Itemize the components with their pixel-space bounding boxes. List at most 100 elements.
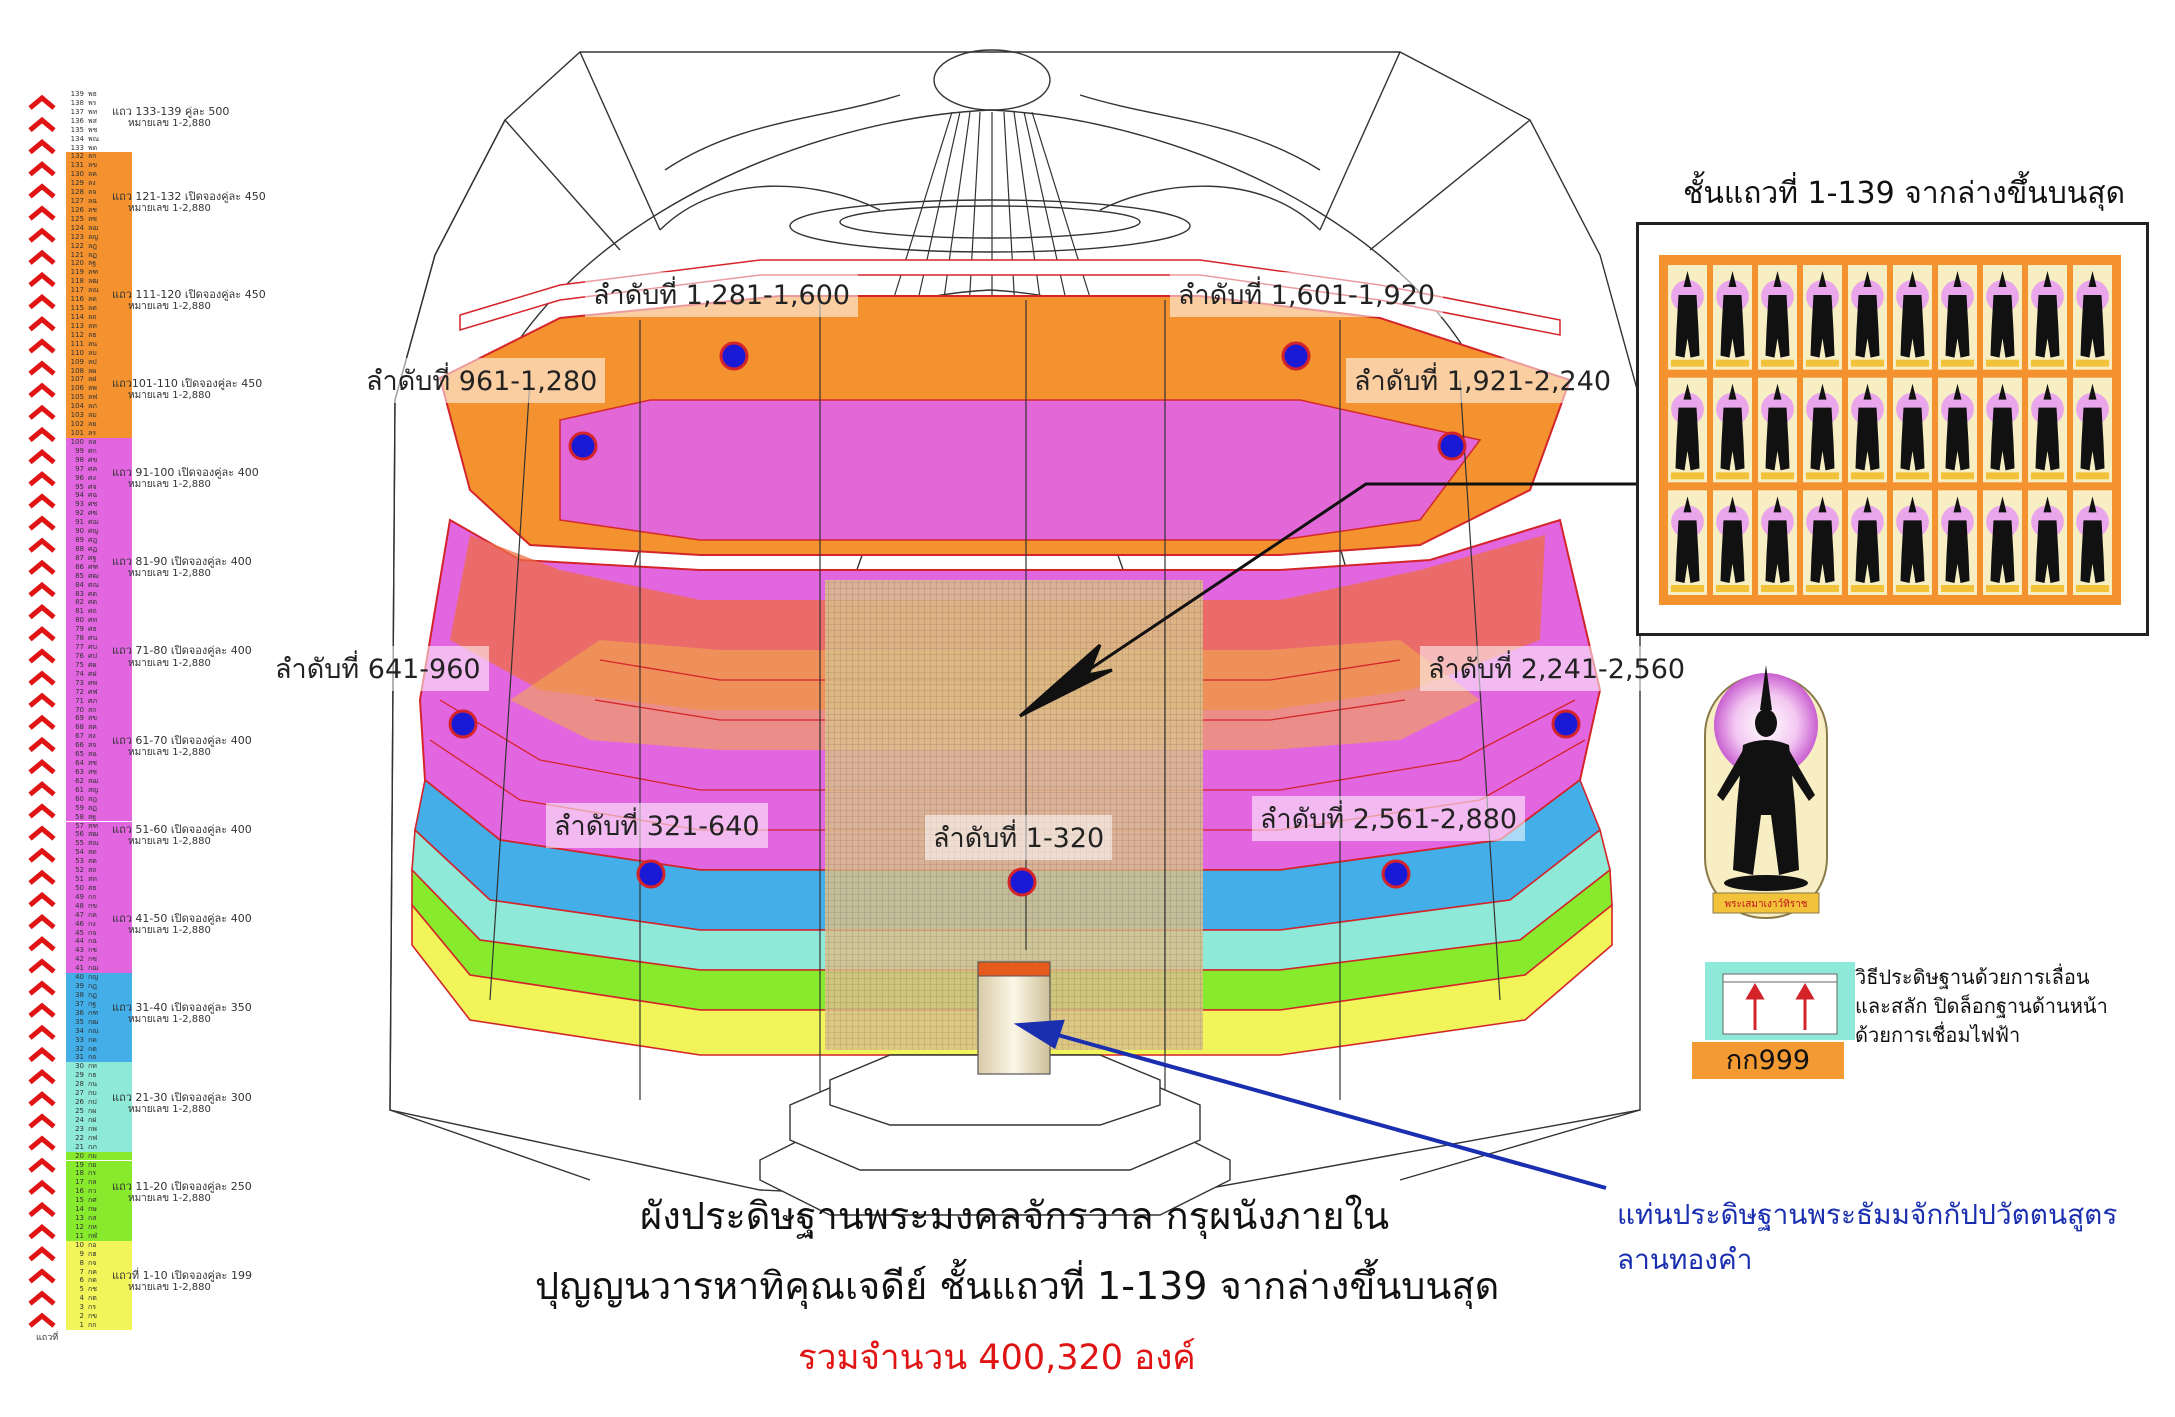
ruler-row-number: 80 <box>75 616 84 625</box>
up-chevron-icon <box>28 316 56 332</box>
ruler-row-code: ลฑ <box>88 268 99 277</box>
ruler-row-number: 79 <box>75 625 84 634</box>
ruler-row-code: ศฎ <box>88 536 98 545</box>
ruler-row-number: 102 <box>70 420 84 429</box>
ruler-row-code: สง <box>88 732 96 741</box>
ruler-row-number: 133 <box>70 143 84 152</box>
ruler-row-code: พณ <box>88 134 100 143</box>
niche-tile <box>1713 377 1752 483</box>
ruler-row-number: 35 <box>75 1017 84 1026</box>
niche-grid <box>1659 255 2121 605</box>
ruler-row-number: 40 <box>75 973 84 982</box>
ruler-row-code: ศฑ <box>88 562 99 571</box>
ruler-row-number: 58 <box>75 812 84 821</box>
ruler-row-number: 136 <box>70 116 84 125</box>
ruler-row-number: 85 <box>75 571 84 580</box>
up-chevron-icon <box>28 1268 56 1284</box>
niche-tile <box>1668 490 1707 595</box>
row-group-range: หมายเลข 1-2,880 <box>128 746 211 758</box>
up-chevron-icon <box>28 294 56 310</box>
row-group-range: หมายเลข 1-2,880 <box>128 925 211 937</box>
up-chevron-icon <box>28 227 56 243</box>
ruler-row-number: 135 <box>70 125 84 134</box>
row-group-range: หมายเลข 1-2,880 <box>128 300 211 312</box>
ruler-row-code: กข <box>88 1312 98 1321</box>
ruler-row-number: 66 <box>75 741 84 750</box>
ruler-row-number: 83 <box>75 589 84 598</box>
up-chevron-icon <box>28 714 56 730</box>
ruler-row-code: กซ <box>88 955 97 964</box>
ruler-row-code: พด <box>88 143 98 152</box>
ruler-row-code: สซ <box>88 767 98 776</box>
pedestal-callout: แท่นประดิษฐานพระธัมมจักกัปปวัตตนสูตร ลาน… <box>1617 1193 2117 1283</box>
row-group-price: แถว 11-20 เปิดจองคู่ละ 250 <box>112 1179 252 1193</box>
ruler-row-code: กฮ <box>88 1249 97 1258</box>
ruler-row-code: สท <box>88 875 97 884</box>
ruler-row-number: 50 <box>75 883 84 892</box>
niche-tile <box>1713 265 1752 370</box>
ruler-row-number: 110 <box>70 348 84 357</box>
niche-tile <box>1893 490 1932 595</box>
ruler-row-number: 33 <box>75 1035 84 1044</box>
ruler-row-number: 14 <box>75 1205 84 1214</box>
up-chevron-icon <box>28 94 56 110</box>
ruler-row-code: สณ <box>88 839 99 848</box>
lock-note-line-2: และสลัก ปิดล็อกฐานด้านหน้า <box>1855 994 2108 1018</box>
ruler-row-code: ลฟ <box>88 393 98 402</box>
ruler-row-code: กฐ <box>88 999 97 1008</box>
ruler-row-code: กษ <box>88 1205 97 1214</box>
ruler-row-number: 36 <box>75 1008 84 1017</box>
ruler-row-code: ลฝ <box>88 375 97 384</box>
ruler-row-code: ลธ <box>88 330 97 339</box>
ruler-row-code: กด <box>88 1035 97 1044</box>
ruler-row-number: 60 <box>75 794 84 803</box>
ruler-row-code: ศฏ <box>88 544 98 553</box>
ruler-row-code: กจ <box>88 1258 97 1267</box>
row-group-price: แถว 51-60 เปิดจองคู่ละ 400 <box>112 822 252 836</box>
ruler-row-number: 43 <box>75 946 84 955</box>
ruler-row-code: กฉ <box>88 937 98 946</box>
segment-label-641-960: ลำดับที่ 641-960 <box>267 646 489 691</box>
up-chevron-icon <box>28 559 56 575</box>
ruler-row-code: ศฝ <box>88 669 97 678</box>
ruler-row-code: ลล <box>88 437 97 446</box>
ruler-row-code: ศป <box>88 652 97 660</box>
ruler-row-number: 100 <box>70 437 84 446</box>
ruler-row-code: กฌ <box>88 964 99 973</box>
ruler-row-number: 77 <box>75 643 84 652</box>
ruler-row-number: 108 <box>70 366 84 375</box>
niche-tile <box>1983 377 2022 483</box>
caption-title-line-2: ปุญญนวารหาทิคุณเจดีย์ ชั้นแถวที่ 1-139 จ… <box>535 1264 1500 1308</box>
up-chevron-icon <box>28 670 56 686</box>
ruler-row-code: ศซ <box>88 509 98 518</box>
ruler-row-number: 1 <box>79 1321 84 1330</box>
ruler-row-number: 129 <box>70 179 84 188</box>
niche-tile <box>1803 265 1842 370</box>
niche-tile <box>2028 265 2067 370</box>
ruler-row-number: 28 <box>75 1080 84 1089</box>
segment-label-2561-2880: ลำดับที่ 2,561-2,880 <box>1252 796 1526 841</box>
